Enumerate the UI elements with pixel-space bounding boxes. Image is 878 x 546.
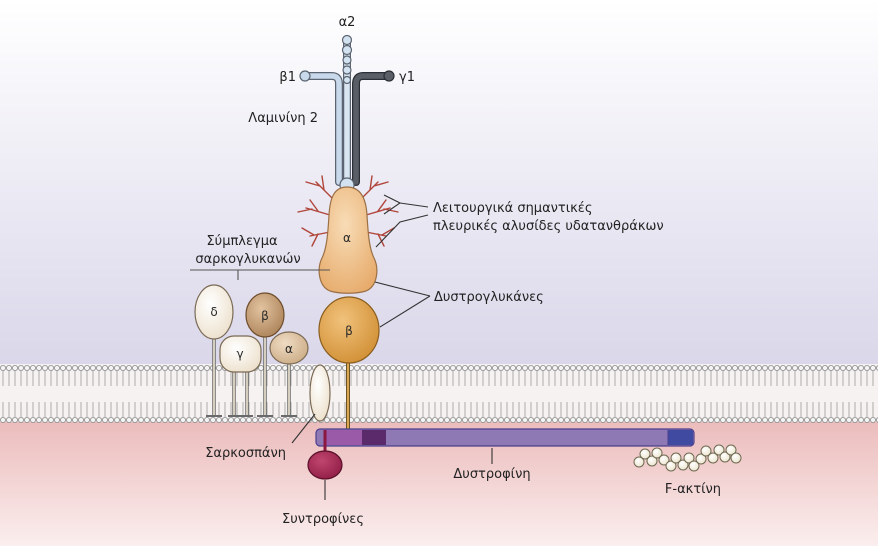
- dystrophin-label: Δυστροφίνη: [453, 467, 530, 482]
- leader-lines: [190, 194, 493, 500]
- sarcospan-label: Σαρκοσπάνη: [205, 446, 286, 461]
- carbohydrate-side-chains: [297, 175, 399, 247]
- dystroglycans-label: Δυστρογλυκάνες: [434, 290, 544, 305]
- gamma-sarcoglycan: [219, 335, 262, 373]
- carbohydrate-label-line2: πλευρικές αλυσίδες υδατανθράκων: [433, 219, 664, 234]
- carbohydrate-label-line1: Λειτουργικά σημαντικές: [433, 201, 592, 216]
- dystrophin: [315, 428, 695, 447]
- sarcoglycan-complex-title-line2: σαρκογλυκανών: [195, 252, 300, 267]
- syntrophin: [307, 450, 343, 480]
- delta-sarcoglycan-label: δ: [210, 305, 217, 319]
- laminin-2: [299, 34, 395, 193]
- syntrophins-label: Συντροφίνες: [282, 512, 364, 527]
- laminin-label: Λαμινίνη 2: [248, 111, 318, 126]
- alpha2-chain-label: α2: [339, 15, 356, 30]
- alpha-sarcoglycan-label: α: [285, 342, 293, 356]
- f-actin-label: F-ακτίνη: [665, 482, 721, 497]
- lipid-bilayer: [0, 364, 878, 424]
- sarcoglycan-complex-title-line1: Σύμπλεγμα: [206, 234, 277, 249]
- alpha-dystroglycan-label: α: [343, 231, 351, 245]
- delta-sarcoglycan: [194, 284, 234, 340]
- sarcoglycan-complex: δ β γ α: [194, 284, 309, 417]
- beta1-chain-label: β1: [279, 70, 296, 85]
- alpha-dystroglycan: [318, 186, 378, 294]
- f-actin: [633, 444, 742, 472]
- alpha-sarcoglycan: [269, 331, 309, 365]
- beta-dystroglycan-label: β: [345, 324, 353, 338]
- sarcospan: [309, 364, 331, 422]
- gamma1-chain-terminal: [383, 70, 395, 82]
- gamma1-chain-label: γ1: [399, 70, 415, 85]
- beta1-chain-terminal: [299, 70, 311, 82]
- extracellular-space: [0, 0, 878, 392]
- beta-sarcoglycan: [245, 292, 285, 338]
- beta-sarcoglycan-label: β: [261, 309, 269, 323]
- gamma-sarcoglycan-label: γ: [236, 347, 243, 361]
- alpha2-chain-beads: [341, 34, 353, 85]
- beta-dystroglycan: [318, 296, 380, 364]
